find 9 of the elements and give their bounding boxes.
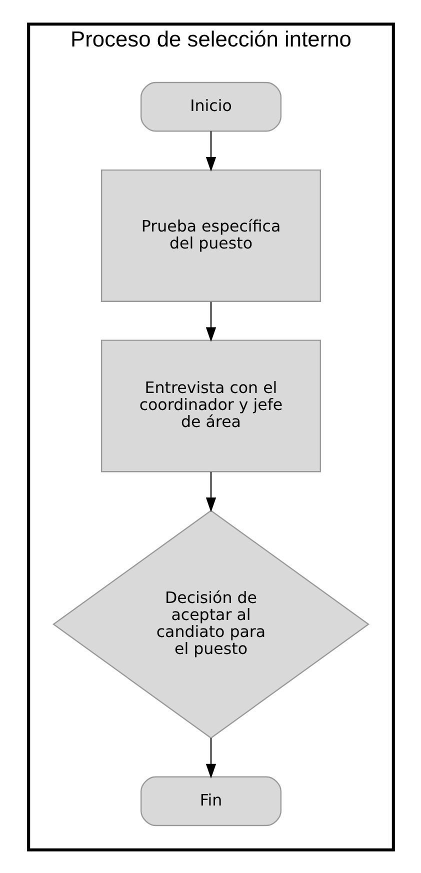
arrow [205, 301, 216, 342]
arrow [205, 471, 216, 512]
node-diamond: Decisión de aceptar al candiato para el puesto [52, 509, 370, 738]
node-box: Fin [140, 776, 282, 826]
node-box: Prueba específica del puesto [100, 168, 321, 302]
node-box: Inicio [140, 81, 282, 132]
arrow [205, 130, 216, 172]
node-box: Entrevista con el coordinador y jefe de área [100, 339, 321, 472]
arrow [205, 737, 216, 778]
